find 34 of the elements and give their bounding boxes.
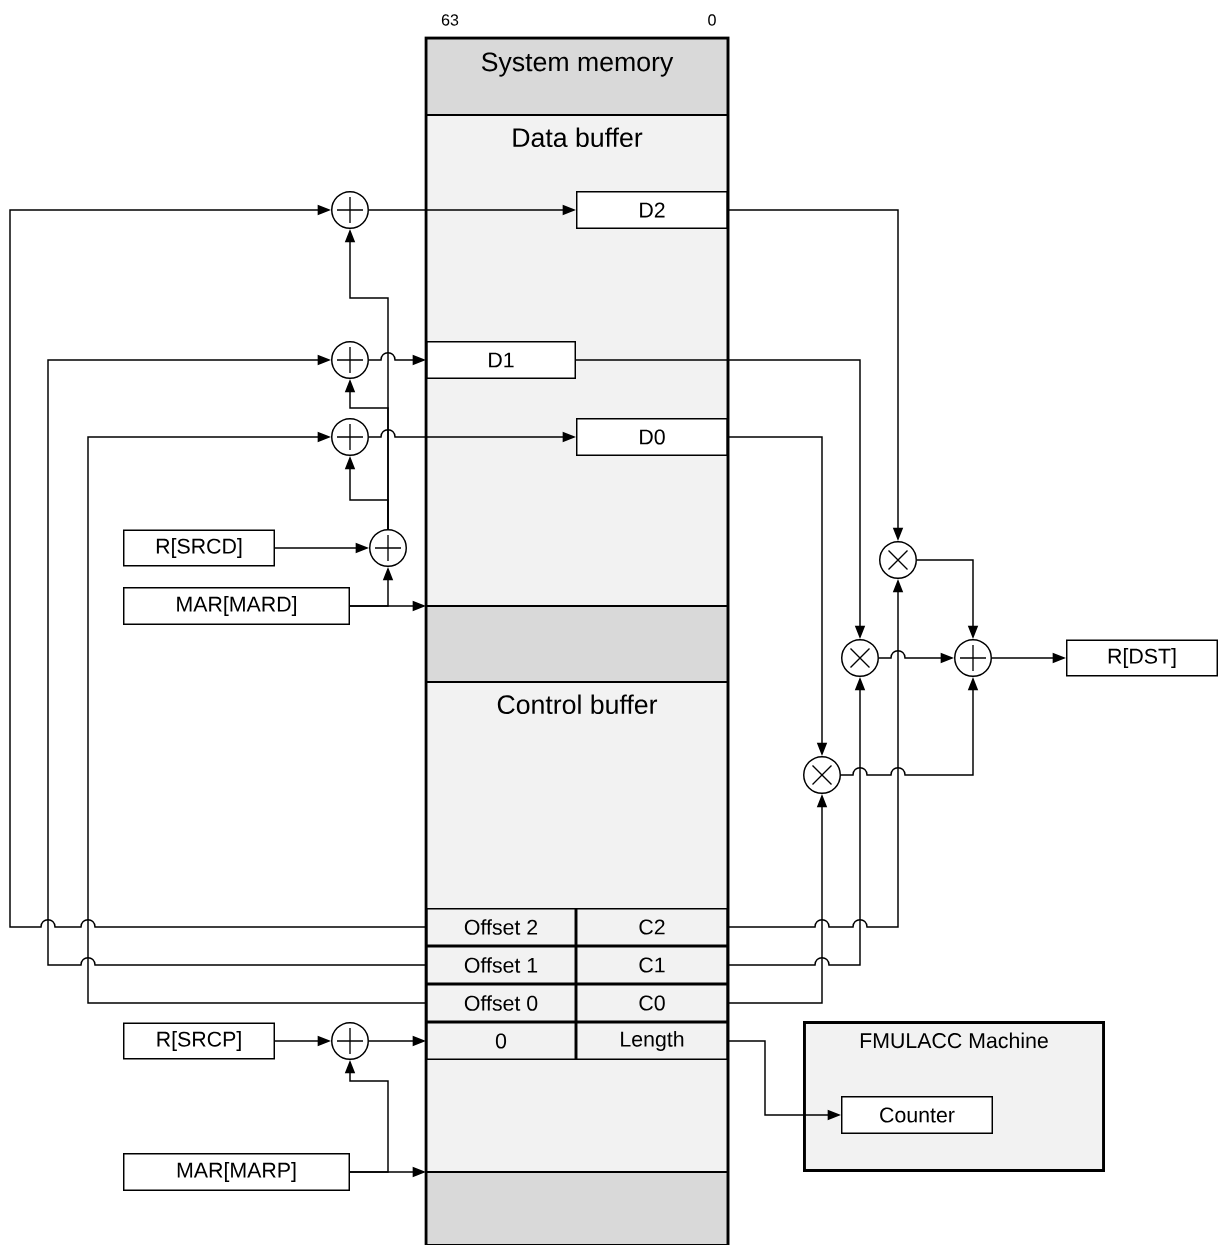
arrow (47, 354, 427, 966)
register-box: R[DST] (1066, 639, 1218, 677)
multiplier-symbol (879, 541, 917, 579)
register-box: R[SRCD] (123, 529, 275, 567)
bit-index: 63 (441, 14, 459, 26)
arrow (87, 431, 427, 1004)
multiplier-symbol (841, 639, 879, 677)
counter-box: Counter (841, 1096, 993, 1134)
adder-symbol (954, 639, 992, 677)
memory-region: System memory (426, 38, 728, 115)
register-box: R[SRCP] (123, 1022, 275, 1060)
memory-band (426, 606, 728, 682)
buffer-cell: C0 (576, 984, 728, 1022)
multiplier-symbol (803, 756, 841, 794)
adder-symbol (331, 418, 369, 456)
register-box: MAR[MARD] (123, 587, 350, 625)
adder-symbol (331, 1022, 369, 1060)
data-box: D1 (426, 341, 576, 379)
buffer-cell: Offset 2 (426, 908, 576, 946)
buffer-cell: C1 (576, 946, 728, 984)
adder-symbol (331, 341, 369, 379)
buffer-cell: Offset 0 (426, 984, 576, 1022)
arrow (9, 204, 427, 928)
adder-symbol (331, 191, 369, 229)
buffer-cell: C2 (576, 908, 728, 946)
register-box: MAR[MARP] (123, 1153, 350, 1191)
buffer-cell: Offset 1 (426, 946, 576, 984)
data-box: D2 (576, 191, 728, 229)
bit-index: 0 (708, 14, 716, 26)
data-box: D0 (576, 418, 728, 456)
buffer-cell: Length (576, 1022, 728, 1060)
adder-symbol (369, 529, 407, 567)
memory-band (426, 1172, 728, 1245)
buffer-cell: 0 (426, 1022, 576, 1060)
